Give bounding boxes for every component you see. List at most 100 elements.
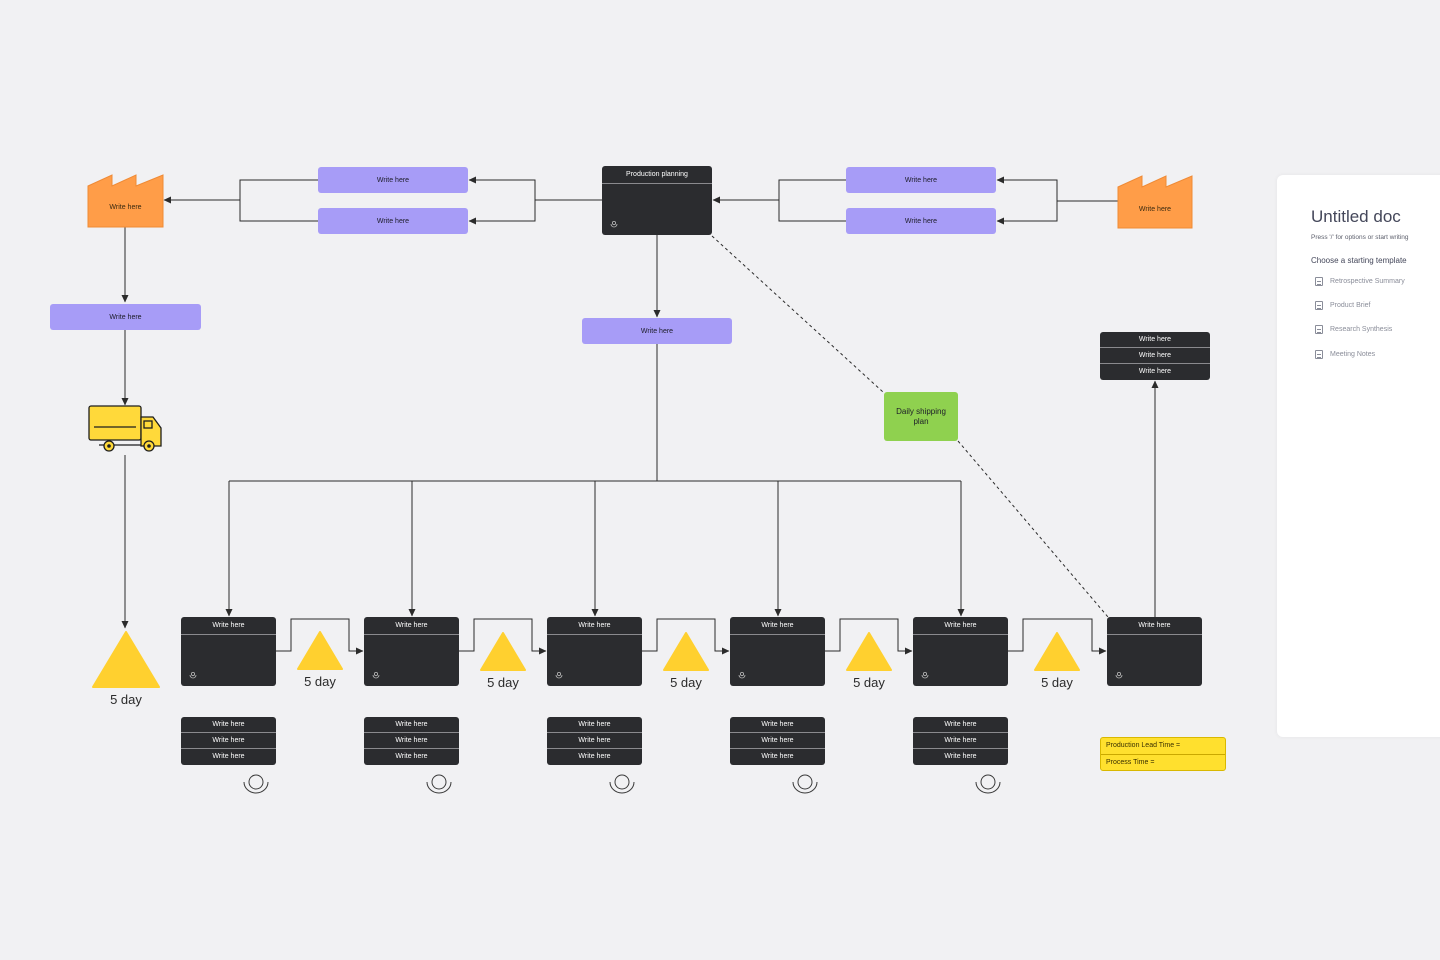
data-row[interactable]: Write here [181, 717, 276, 733]
process-title: Write here [1107, 617, 1202, 635]
template-label: Retrospective Summary [1330, 278, 1405, 285]
data-row[interactable]: Write here [547, 733, 642, 749]
customer-label[interactable]: Write here [1138, 206, 1172, 213]
data-row[interactable]: Write here [730, 733, 825, 749]
data-row[interactable]: Write here [1100, 332, 1210, 348]
data-row[interactable]: Write here [395, 753, 428, 760]
inventory-label[interactable]: 5 day [1041, 675, 1073, 690]
template-item[interactable]: Product Brief [1315, 301, 1370, 310]
operator-icon [792, 774, 818, 794]
data-row[interactable]: Write here [1100, 348, 1210, 364]
data-row[interactable]: Write here [578, 753, 611, 760]
operator-icon [426, 774, 452, 794]
process-time[interactable]: Process Time = [1106, 759, 1155, 766]
process-box[interactable]: Write here [547, 617, 642, 686]
factory-icon [87, 174, 164, 228]
process-title: Write here [730, 617, 825, 635]
refresh-icon [738, 672, 746, 679]
template-label: Research Synthesis [1330, 326, 1393, 333]
operator-icon [243, 774, 269, 794]
production-planning-box[interactable]: Production planning [602, 166, 712, 235]
inventory-triangle-icon [92, 631, 160, 688]
connector [468, 200, 536, 225]
doc-panel: Untitled doc Press '/' for options or st… [1277, 175, 1440, 737]
refresh-icon [189, 672, 197, 679]
production-planning-title: Production planning [602, 166, 712, 184]
document-icon [1315, 325, 1323, 334]
doc-hint: Press '/' for options or start writing [1311, 234, 1409, 241]
inventory-label[interactable]: 5 day [853, 675, 885, 690]
inventory-triangle-icon [1034, 632, 1080, 671]
connector [239, 200, 318, 222]
connector [996, 176, 1118, 202]
process-data-box: Write here Write here Write here [547, 717, 642, 765]
data-row[interactable]: Write here [913, 733, 1008, 749]
inventory-label[interactable]: 5 day [304, 674, 336, 689]
inventory-triangle-icon [663, 632, 709, 671]
template-item[interactable]: Research Synthesis [1315, 325, 1392, 334]
customer-data-box: Write here Write here Write here [1100, 332, 1210, 380]
document-icon [1315, 350, 1323, 359]
production-lead-time[interactable]: Production Lead Time = [1101, 738, 1225, 755]
connector [163, 179, 318, 204]
template-item[interactable]: Meeting Notes [1315, 350, 1375, 359]
data-row[interactable]: Write here [547, 717, 642, 733]
connector [778, 200, 846, 222]
process-box[interactable]: Write here [364, 617, 459, 686]
data-row[interactable]: Write here [944, 753, 977, 760]
inventory-triangle-icon [297, 631, 343, 670]
process-title: Write here [547, 617, 642, 635]
inventory-label[interactable]: 5 day [670, 675, 702, 690]
process-title: Write here [181, 617, 276, 635]
refresh-icon [921, 672, 929, 679]
template-label: Product Brief [1330, 302, 1371, 309]
refresh-icon [1115, 672, 1123, 679]
document-icon [1315, 277, 1323, 286]
operator-icon [975, 774, 1001, 794]
process-title: Write here [364, 617, 459, 635]
connector [825, 618, 913, 655]
data-row[interactable]: Write here [181, 733, 276, 749]
process-data-box: Write here Write here Write here [364, 717, 459, 765]
data-row[interactable]: Write here [913, 717, 1008, 733]
supplier-label[interactable]: Write here [109, 204, 142, 211]
daily-shipping-plan[interactable]: Daily shipping plan [884, 392, 958, 441]
document-icon [1315, 301, 1323, 310]
truck-icon [88, 405, 162, 452]
connector [712, 179, 846, 204]
connector [468, 176, 602, 201]
info-box-right-top[interactable]: Write here [846, 167, 996, 193]
factory-icon [1117, 175, 1193, 229]
refresh-icon [610, 221, 618, 228]
inventory-label[interactable]: 5 day [487, 675, 519, 690]
process-box[interactable]: Write here [181, 617, 276, 686]
info-box-left-bottom[interactable]: Write here [318, 208, 468, 234]
template-item[interactable]: Retrospective Summary [1315, 277, 1405, 286]
info-box-left-flow[interactable]: Write here [50, 304, 201, 330]
data-row[interactable]: Write here [1138, 368, 1172, 375]
data-row[interactable]: Write here [364, 733, 459, 749]
connector [1008, 618, 1107, 655]
data-row[interactable]: Write here [212, 753, 245, 760]
inventory-label[interactable]: 5 day [110, 692, 142, 707]
connector [276, 618, 364, 655]
info-box-center-flow[interactable]: Write here [582, 318, 732, 344]
shipping-process-box[interactable]: Write here [1107, 617, 1202, 686]
template-label: Meeting Notes [1330, 351, 1376, 358]
data-row[interactable]: Write here [364, 717, 459, 733]
dashed-connector [957, 440, 1109, 618]
doc-title[interactable]: Untitled doc [1311, 207, 1401, 226]
process-box[interactable]: Write here [730, 617, 825, 686]
info-box-left-top[interactable]: Write here [318, 167, 468, 193]
process-box[interactable]: Write here [913, 617, 1008, 686]
process-data-box: Write here Write here Write here [913, 717, 1008, 765]
connector [459, 618, 547, 655]
refresh-icon [555, 672, 563, 679]
info-box-right-bottom[interactable]: Write here [846, 208, 996, 234]
inventory-triangle-icon [846, 632, 892, 671]
process-title: Write here [913, 617, 1008, 635]
data-row[interactable]: Write here [761, 753, 794, 760]
data-row[interactable]: Write here [730, 717, 825, 733]
process-data-box: Write here Write here Write here [730, 717, 825, 765]
